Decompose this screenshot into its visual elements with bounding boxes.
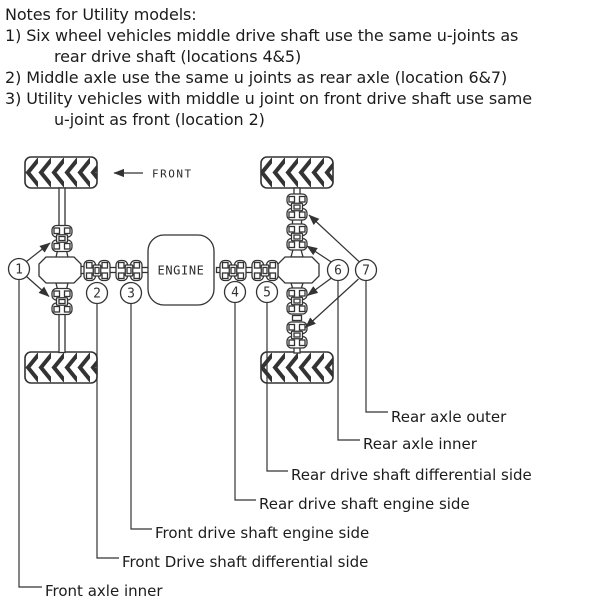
rear-axle-outer-lower-joint (286, 321, 308, 349)
arrow-6-to-lower-inner-joint (307, 277, 332, 296)
callout-leaders (18, 279, 388, 588)
leader-2 (96, 303, 119, 559)
callout-front-axle-inner: Front axle inner (45, 582, 163, 600)
marker-7: 7 (354, 258, 378, 282)
marker-5: 5 (255, 280, 279, 304)
callout-rear-drive-shaft-differential-side: Rear drive shaft differential side (291, 466, 532, 484)
rear-axle-inner-lower-joint (286, 287, 308, 315)
rear-differential (277, 256, 320, 284)
rear-axle-inner-upper-joint (286, 223, 308, 251)
front-axle-shaft-upper (58, 187, 66, 227)
arrow-6-to-upper-inner-joint (306, 245, 333, 264)
marker-6: 6 (326, 258, 350, 282)
marker-6-number: 6 (334, 264, 342, 279)
rear-axle-collar-bottom (291, 314, 303, 322)
marker-2-circle (85, 281, 109, 305)
marker-1-number: 1 (15, 263, 23, 278)
marker-4-number: 4 (231, 286, 239, 301)
front-differential (38, 256, 82, 284)
callout-rear-axle-inner: Rear axle inner (363, 435, 478, 453)
tires (24, 156, 334, 384)
notes-block: Notes for Utility models: 1) Six wheel v… (5, 4, 597, 130)
leader-3 (130, 303, 152, 530)
front-axle-shaft-lower (58, 312, 66, 354)
marker-5-number: 5 (263, 286, 271, 301)
arrow-7-to-lower-outer-joint (305, 278, 359, 328)
front-drive-shaft-engine-joint (115, 259, 143, 282)
front-axle-inner-upper-joint (51, 224, 73, 253)
marker-1-circle (7, 257, 31, 281)
marker-7-number: 7 (362, 264, 370, 279)
note-line-3-continued: u-joint as front (location 2) (54, 110, 265, 129)
marker-2: 2 (85, 281, 109, 305)
location-markers: 1 2 3 4 5 6 7 (7, 257, 378, 305)
callout-labels: Rear axle outer Rear axle inner Rear dri… (45, 408, 532, 600)
note-line-1-continued: rear drive shaft (locations 4&5) (54, 47, 302, 66)
front-label: FRONT (152, 168, 193, 181)
rear-drive-shaft-differential-joint (251, 259, 279, 282)
note-line-1: 1) Six wheel vehicles middle drive shaft… (5, 26, 519, 45)
engine-outline (147, 234, 215, 306)
marker-4: 4 (223, 280, 247, 304)
leader-6 (337, 280, 360, 441)
note-line-2: 2) Middle axle use the same u joints as … (5, 68, 508, 87)
tire-rear-right-bottom (260, 351, 334, 384)
engine-label: ENGINE (158, 264, 205, 278)
callout-front-drive-shaft-differential-side: Front Drive shaft differential side (122, 553, 368, 571)
marker-3-number: 3 (127, 287, 135, 302)
front-axle-inner-lower-joint (51, 287, 73, 316)
marker-2-number: 2 (93, 287, 101, 302)
arrow-1-to-upper-joint (26, 242, 51, 262)
marker-1: 1 (7, 257, 31, 281)
front-direction: FRONT (113, 168, 193, 181)
arrow-1-to-lower-joint (26, 276, 50, 297)
marker-5-circle (255, 280, 279, 304)
callout-rear-drive-shaft-engine-side: Rear drive shaft engine side (259, 495, 470, 513)
leader-1 (18, 279, 42, 588)
rear-axle-outer-upper-joint (286, 193, 308, 221)
marker-3: 3 (119, 281, 143, 305)
leader-5 (266, 302, 288, 472)
leader-4 (234, 302, 256, 501)
rear-drive-shaft-engine-joint (219, 259, 247, 282)
callout-front-drive-shaft-engine-side: Front drive shaft engine side (155, 524, 369, 542)
arrow-7-to-upper-outer-joint (308, 214, 361, 263)
tire-rear-right-top (260, 156, 334, 189)
callout-rear-axle-outer: Rear axle outer (391, 408, 507, 426)
front-drive-shaft-differential-joint (83, 259, 111, 282)
tire-front-left-bottom (24, 351, 98, 384)
marker-7-circle (354, 258, 378, 282)
leader-7 (365, 280, 388, 413)
notes-title: Notes for Utility models: (5, 5, 197, 24)
marker-3-circle (119, 281, 143, 305)
engine-box: ENGINE (147, 234, 215, 306)
marker-6-circle (326, 258, 350, 282)
marker-arrows (26, 214, 361, 328)
tire-front-left (24, 156, 98, 189)
marker-4-circle (223, 280, 247, 304)
note-line-3: 3) Utility vehicles with middle u joint … (5, 89, 533, 108)
